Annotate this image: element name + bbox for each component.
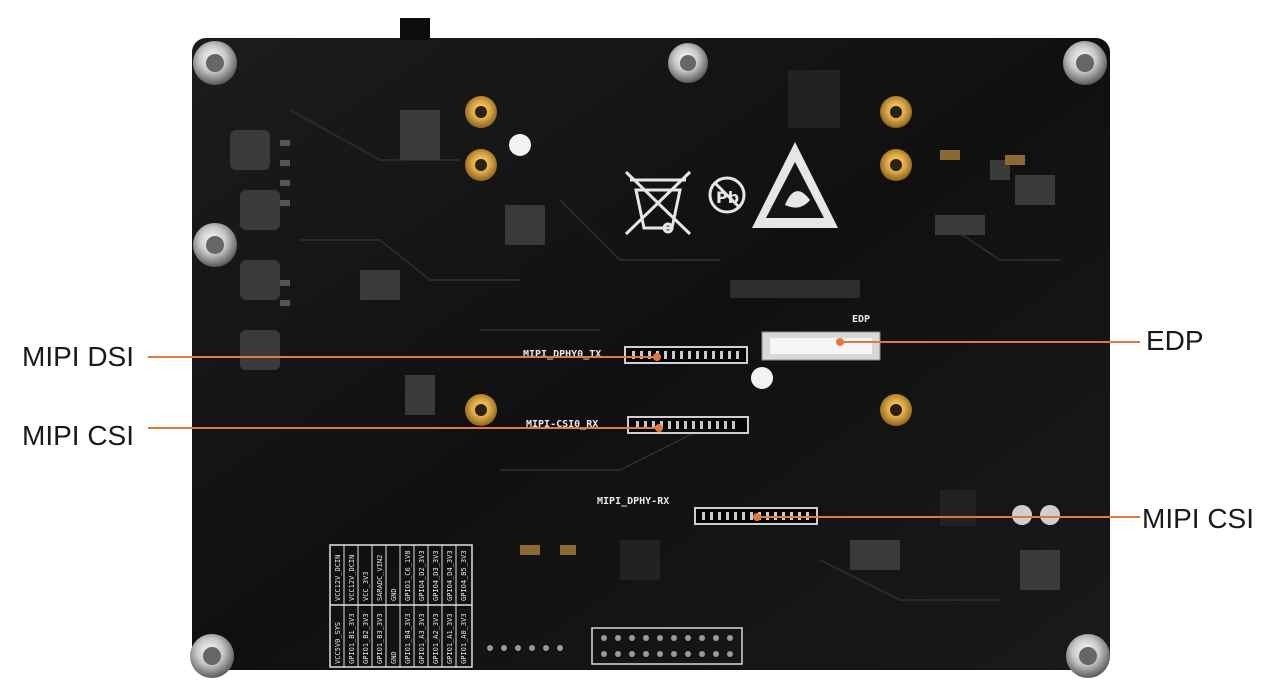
silk-edp: EDP [852,314,870,325]
pin-label: GPIO1_B1_3V3 [348,613,356,664]
silk-csi-rx: MIPI-CSI0_RX [526,419,598,430]
silk-dphy-rx: MIPI_DPHY-RX [597,496,669,507]
pin-label: GPIO1_B4_3V3 [404,613,412,664]
pin-label: GPIO4_B5_3V3 [460,550,468,601]
callout-edp: EDP [1146,325,1204,356]
pin-label: VCC5V0_SYS [334,622,342,664]
edp-connector [761,331,881,361]
weee-crossed-bin-icon [624,170,692,236]
pin-label: GPIO1_C6_1V8 [404,550,412,601]
gold-pads [465,96,912,426]
pin-label: GPIO1_A3_3V3 [418,613,426,664]
pin-label: GPIO4_D3_3V3 [432,550,440,601]
callout-mipi-csi-right: MIPI CSI [1142,503,1255,534]
pin-label: GND [390,588,398,601]
silk-dphy-tx: MIPI_DPHY0_TX [523,349,601,360]
pin-label: VCC_3V3 [362,571,370,601]
pin-header [487,627,743,665]
leader-lines [148,341,1140,518]
pin-label: GPIO1_A1_3V3 [446,613,454,664]
pin-label: GPIO4_D2_3V3 [418,550,426,601]
pin-label: SARADC_VIN2 [376,555,384,601]
pin-label: GPIO1_B3_3V3 [376,613,384,664]
esd-warning-triangle-icon [752,142,838,228]
callout-mipi-dsi: MIPI DSI [22,341,135,372]
pin-label: GPIO4_D4_3V3 [446,550,454,601]
mipi-dsi-connector [624,346,748,364]
lead-free-pb-icon: Pb [708,176,746,214]
gpio-pin-table: VCC12V_DCIN VCC12V_DCIN VCC_3V3 SARADC_VIN2… [329,544,473,668]
pin-label: GND [390,651,398,664]
standoffs [190,41,1110,678]
pin-label: VCC12V_DCIN [348,555,356,601]
pin-label: GPIO1_A0_3V3 [460,613,468,664]
mipi-csi0-connector [627,416,749,434]
pin-label: GPIO1_B2_3V3 [362,613,370,664]
pin-label: GPIO1_A2_3V3 [432,613,440,664]
callout-mipi-csi-left: MIPI CSI [22,420,135,451]
pin-label: VCC12V_DCIN [334,555,342,601]
